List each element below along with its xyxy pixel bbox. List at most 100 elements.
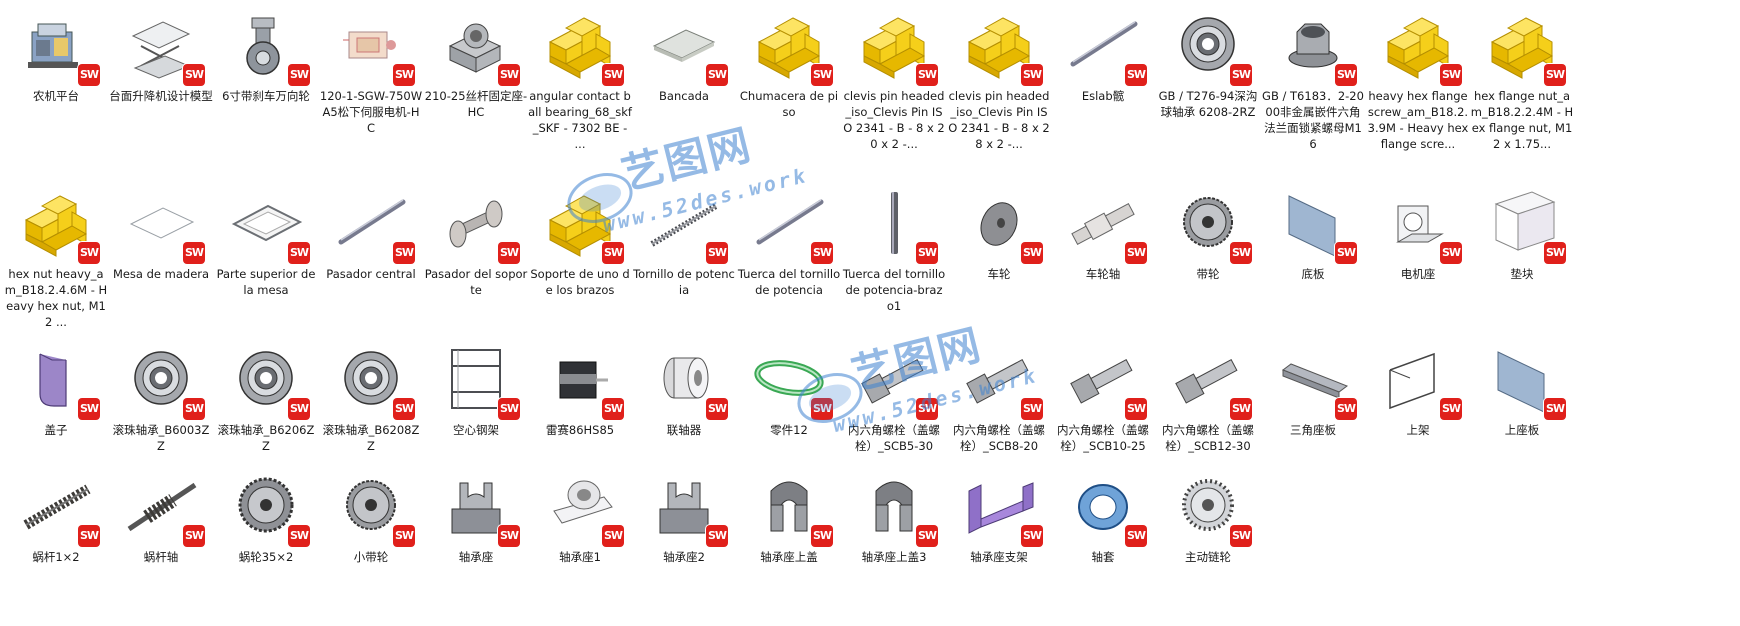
solidworks-badge-icon: SW xyxy=(706,64,728,86)
solidworks-badge-icon: SW xyxy=(1125,525,1147,547)
ball-bearing-icon xyxy=(239,351,293,405)
purple-cap-icon xyxy=(39,353,67,407)
solidworks-badge-icon: SW xyxy=(811,64,833,86)
solidworks-badge-icon: SW xyxy=(1021,242,1043,264)
solidworks-badge-icon: SW xyxy=(288,398,310,420)
file-thumbnail: SW xyxy=(538,465,624,549)
file-name-label: 蜗杆1×2 xyxy=(32,550,80,564)
solidworks-badge-icon: SW xyxy=(288,64,310,86)
file-name-label: 上架 xyxy=(1406,423,1430,437)
file-thumbnail: SW xyxy=(1061,338,1147,422)
file-thumbnail: SW xyxy=(329,182,415,266)
file-name-label: 6寸带刹车万向轮 xyxy=(222,89,310,103)
file-name-label: 空心钢架 xyxy=(453,423,499,437)
pillow-block-icon xyxy=(451,482,501,534)
file-name-label: 轴承座支架 xyxy=(970,550,1028,564)
file-item[interactable]: SW 轴承座上盖 xyxy=(737,465,841,565)
stepper-motor-icon xyxy=(559,361,608,399)
file-name-label: Chumacera de piso xyxy=(739,89,839,119)
file-thumbnail: SW xyxy=(957,465,1043,549)
file-thumbnail: SW xyxy=(852,182,938,266)
file-thumbnail: SW xyxy=(642,4,728,88)
solidworks-badge-icon: SW xyxy=(706,242,728,264)
file-thumbnail: SW xyxy=(14,465,100,549)
file-name-label: Pasador central xyxy=(326,267,416,281)
file-item[interactable]: SW Chumacera de piso xyxy=(737,4,841,120)
file-thumbnail: SW xyxy=(747,4,833,88)
stepped-shaft-icon xyxy=(1071,203,1135,245)
bearing-block-icon xyxy=(448,23,502,73)
servo-motor-icon xyxy=(343,31,396,59)
file-name-label: 轴承座上盖 xyxy=(760,550,818,564)
file-thumbnail: SW xyxy=(14,182,100,266)
file-name-label: 带轮 xyxy=(1196,267,1220,281)
solidworks-badge-icon: SW xyxy=(811,525,833,547)
file-thumbnail: SW xyxy=(119,182,205,266)
file-name-label: 120-1-SGW-750WA5松下伺服电机-HC xyxy=(319,89,423,135)
white-bearing-seat-icon xyxy=(553,480,613,524)
solidworks-badge-icon: SW xyxy=(78,398,100,420)
file-thumbnail: SW xyxy=(747,465,833,549)
file-name-label: Soporte de uno de los brazos xyxy=(530,267,630,297)
file-item[interactable]: SW 6寸带刹车万向轮 xyxy=(214,4,318,104)
file-name-label: 蜗轮35×2 xyxy=(238,550,294,564)
timing-pulley-icon xyxy=(1183,197,1233,247)
solidworks-badge-icon: SW xyxy=(1335,398,1357,420)
motor-mount-icon xyxy=(1396,205,1444,243)
